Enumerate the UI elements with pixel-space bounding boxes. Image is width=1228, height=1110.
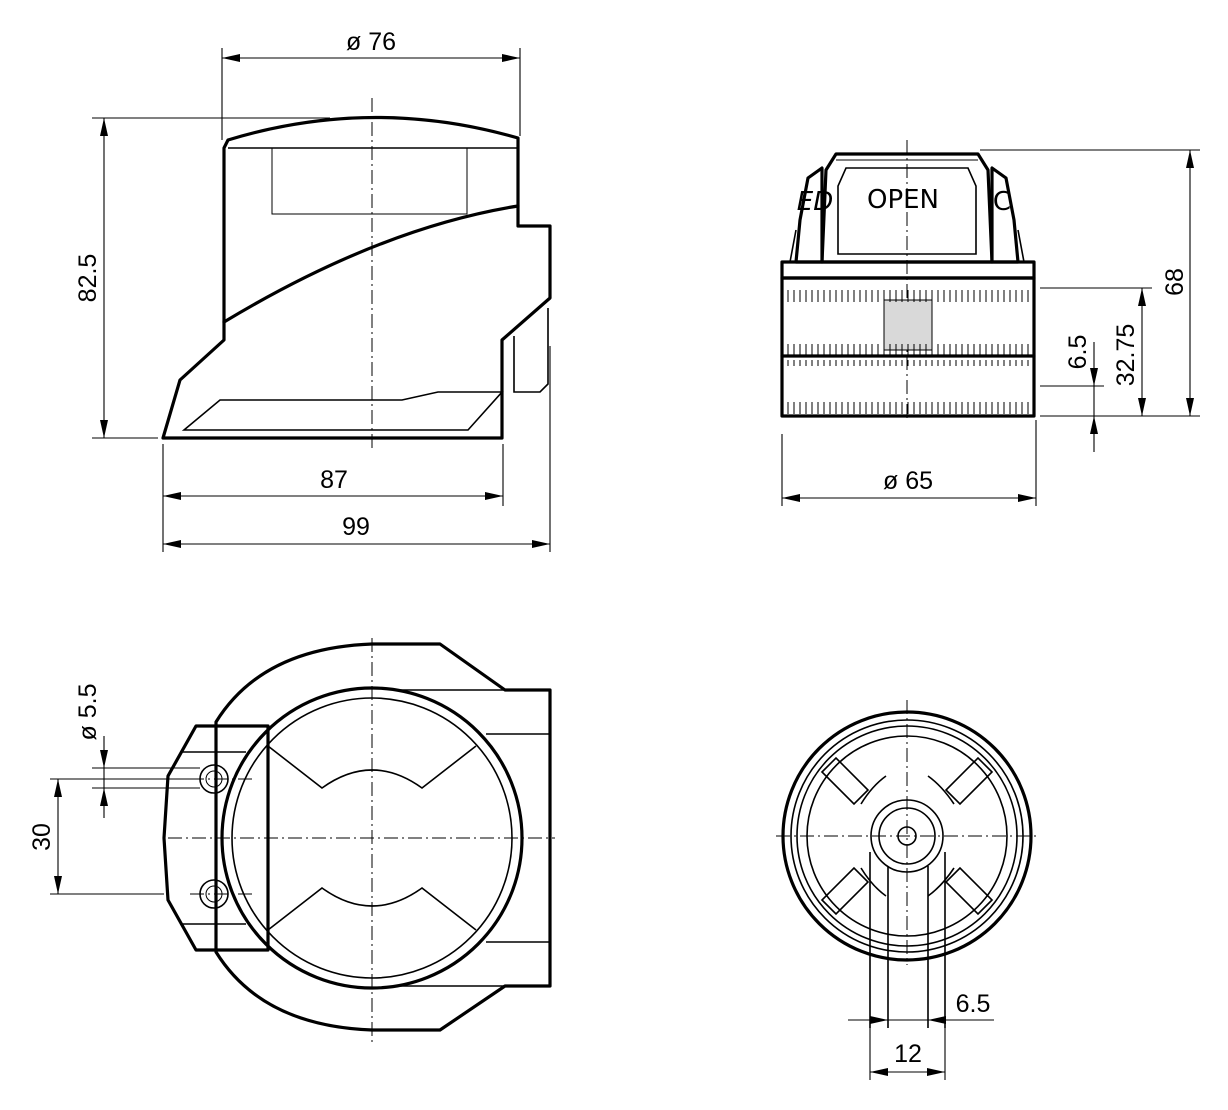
dim-side-total-width: 99 [342, 513, 370, 541]
dim-side-base-width: 87 [320, 466, 348, 494]
side-housing-outline [161, 115, 552, 440]
bottom-cross-spokes [820, 756, 994, 916]
dim-front-diameter: ø 65 [883, 467, 933, 495]
front-view: OPEN ED C 68 32.75 6.5 ø 65 [780, 140, 1200, 506]
top-mounting-flange [162, 724, 270, 952]
top-lens-lower [267, 887, 477, 931]
front-body [780, 276, 1036, 418]
side-diagonal-edge [222, 204, 520, 324]
top-lens-upper [267, 745, 477, 789]
front-collar [780, 260, 1036, 280]
front-ribs [787, 290, 1029, 414]
cap-side-label-left: ED [797, 187, 833, 217]
bottom-hub-center [897, 826, 917, 846]
top-cap-inner [231, 697, 513, 979]
dim-front-upper-height: 32.75 [1112, 324, 1140, 387]
dim-hole-spacing: 30 [28, 823, 56, 851]
front-window [883, 299, 933, 351]
dim-front-height: 68 [1161, 268, 1189, 296]
top-cap-outer [220, 686, 524, 990]
side-view: ø 76 82.5 87 99 [74, 28, 552, 552]
side-base-plate [181, 391, 504, 431]
top-housing-outline [214, 642, 552, 1032]
dim-outer-width: 12 [894, 1040, 922, 1068]
cap-label: OPEN [867, 185, 939, 215]
bottom-outer-ring [781, 710, 1033, 962]
cap-side-label-right: C [993, 187, 1011, 217]
dim-side-diameter: ø 76 [346, 28, 396, 56]
bottom-hub-outer [870, 799, 944, 873]
dim-front-ring-height: 6.5 [1064, 335, 1092, 370]
top-view: ø 5.5 30 [28, 638, 555, 1045]
bottom-view: 6.5 12 [776, 700, 1040, 1080]
dim-hole-diameter: ø 5.5 [74, 684, 102, 741]
dim-side-height: 82.5 [74, 254, 102, 303]
dim-slot-width: 6.5 [956, 990, 991, 1018]
side-window [271, 147, 468, 215]
